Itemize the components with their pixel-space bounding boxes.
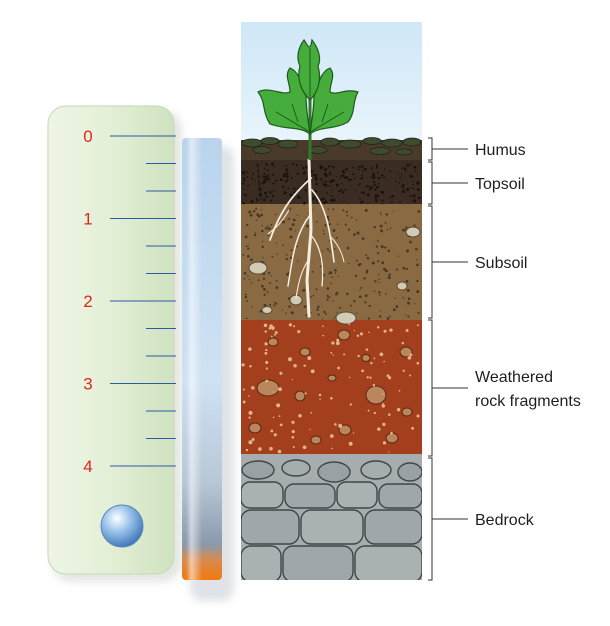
layer-bracket [428, 161, 433, 205]
ruler-label: 4 [83, 457, 92, 476]
layer-bracket [428, 137, 433, 161]
layer-label: Humus [475, 142, 526, 159]
layer-bracket [428, 319, 433, 457]
ruler-body [47, 105, 175, 575]
layer-bracket [428, 205, 433, 319]
soil-column [241, 22, 422, 580]
ruler-scale: 0 1 2 3 4 [83, 127, 176, 476]
layer-label: Weathered [475, 369, 553, 386]
weathered-texture [241, 323, 420, 454]
subsoil-layer [241, 204, 422, 322]
tube-highlight [186, 138, 202, 580]
layer-label: Subsoil [475, 255, 527, 272]
ruler-label: 2 [83, 292, 92, 311]
ruler-label: 0 [83, 127, 92, 146]
topsoil-layer [241, 160, 422, 206]
plant-leaves [257, 38, 359, 136]
subsoil-stones [248, 226, 421, 325]
layer-bracket [428, 457, 433, 581]
plant-roots [267, 158, 345, 318]
ruler-label: 1 [83, 210, 92, 229]
leaf-litter [241, 137, 422, 156]
topsoil-texture [241, 162, 421, 205]
layer-label: rock fragments [475, 393, 581, 410]
layer-label: Topsoil [475, 176, 525, 193]
bedrock-blocks [241, 459, 422, 580]
subsoil-texture [242, 207, 421, 320]
ruler-label: 3 [83, 375, 92, 394]
ruler-bubble [100, 504, 144, 548]
layer-label: Bedrock [475, 512, 535, 529]
leaf-veins [275, 48, 345, 133]
